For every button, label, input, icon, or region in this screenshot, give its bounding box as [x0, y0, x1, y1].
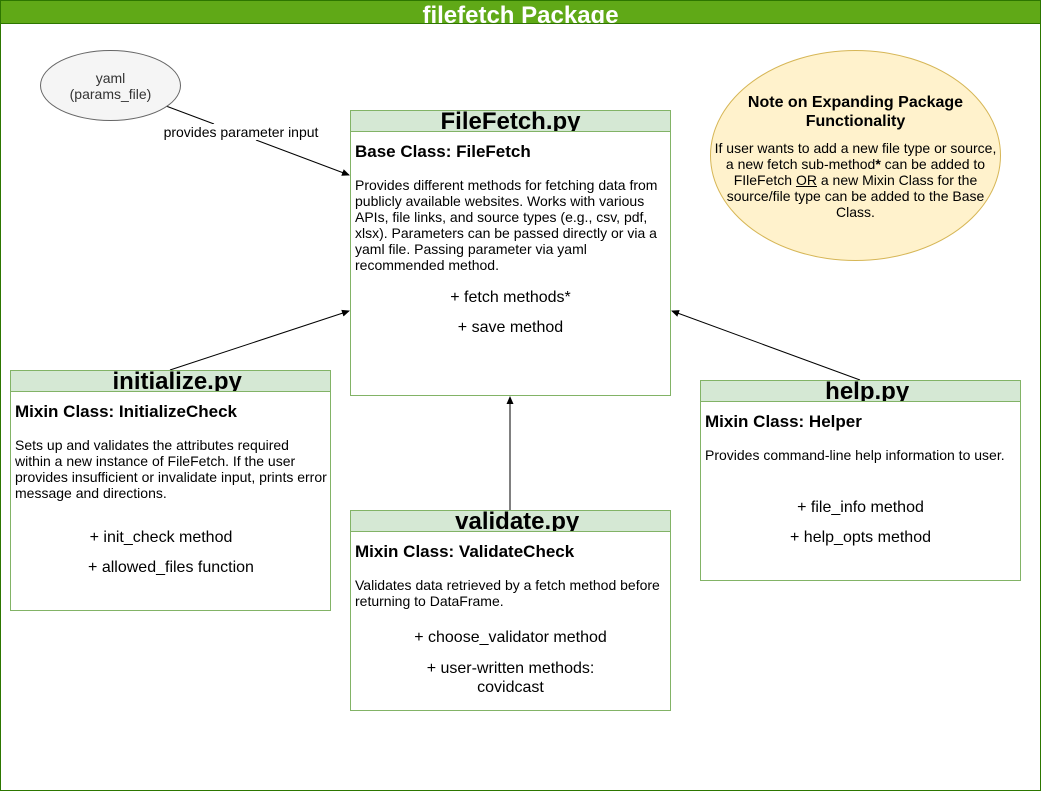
- initialize-header: _initialize.py: [11, 371, 330, 392]
- edge-initialize-to-filefetch: [169, 309, 350, 371]
- initialize-member-allowed-files: + allowed_files function: [88, 559, 254, 576]
- package-header: filefetch Package: [1, 1, 1040, 24]
- note-asterisk: *: [875, 156, 881, 172]
- filefetch-title: FileFetch.py: [440, 111, 581, 132]
- validate-member-covidcast: covidcast: [477, 679, 544, 696]
- validate-class-box: _validate.py Mixin Class: ValidateCheck …: [350, 510, 671, 711]
- validate-member-choose-validator: + choose_validator method: [414, 629, 607, 646]
- edge-label-parameter-input: provides parameter input: [160, 124, 322, 140]
- note-text-1: If user wants to add a new file type or …: [714, 140, 997, 172]
- note-ellipse: Note on Expanding Package Functionality …: [710, 50, 1001, 261]
- note-body: If user wants to add a new file type or …: [714, 140, 997, 220]
- note-or: OR: [795, 172, 817, 188]
- initialize-member-init-check: + init_check method: [89, 529, 233, 546]
- filefetch-subtitle: Base Class: FileFetch: [355, 142, 531, 161]
- filefetch-member-fetch: + fetch methods*: [450, 289, 571, 306]
- edge-help-to-filefetch: [671, 310, 861, 381]
- help-class-box: _help.py Mixin Class: Helper Provides co…: [700, 380, 1021, 581]
- note-text-2: can be added to FIleFetch: [733, 156, 986, 188]
- note-text-3: a new Mixin Class for the source/file ty…: [726, 172, 985, 220]
- initialize-class-box: _initialize.py Mixin Class: InitializeCh…: [10, 370, 331, 611]
- filefetch-class-box: FileFetch.py Base Class: FileFetch Provi…: [350, 110, 671, 396]
- initialize-description: Sets up and validates the attributes req…: [15, 437, 327, 501]
- help-subtitle: Mixin Class: Helper: [705, 412, 862, 431]
- help-title: _help.py: [811, 381, 910, 402]
- validate-description: Validates data retrieved by a fetch meth…: [355, 577, 660, 609]
- help-member-help-opts: + help_opts method: [790, 529, 931, 546]
- package-title: filefetch Package: [422, 2, 619, 24]
- initialize-subtitle: Mixin Class: InitializeCheck: [15, 402, 238, 421]
- validate-subtitle: Mixin Class: ValidateCheck: [355, 542, 575, 561]
- yaml-label: yaml: [95, 70, 126, 86]
- help-header: _help.py: [701, 381, 1020, 402]
- help-description: Provides command-line help information t…: [705, 447, 1005, 463]
- validate-member-user-written: + user-written methods:: [426, 660, 595, 677]
- help-member-file-info: + file_info method: [797, 499, 924, 516]
- filefetch-header: FileFetch.py: [351, 111, 670, 132]
- yaml-params-label: (params_file): [69, 86, 152, 102]
- filefetch-description: Provides different methods for fetching …: [355, 177, 658, 273]
- initialize-title: _initialize.py: [99, 371, 242, 392]
- yaml-params-node: yaml (params_file): [40, 50, 181, 121]
- note-title: Note on Expanding Package Functionality: [747, 94, 964, 130]
- filefetch-member-save: + save method: [457, 319, 564, 336]
- edge-yaml-to-filefetch: [165, 105, 349, 175]
- validate-header: _validate.py: [351, 511, 670, 532]
- validate-title: _validate.py: [441, 511, 580, 532]
